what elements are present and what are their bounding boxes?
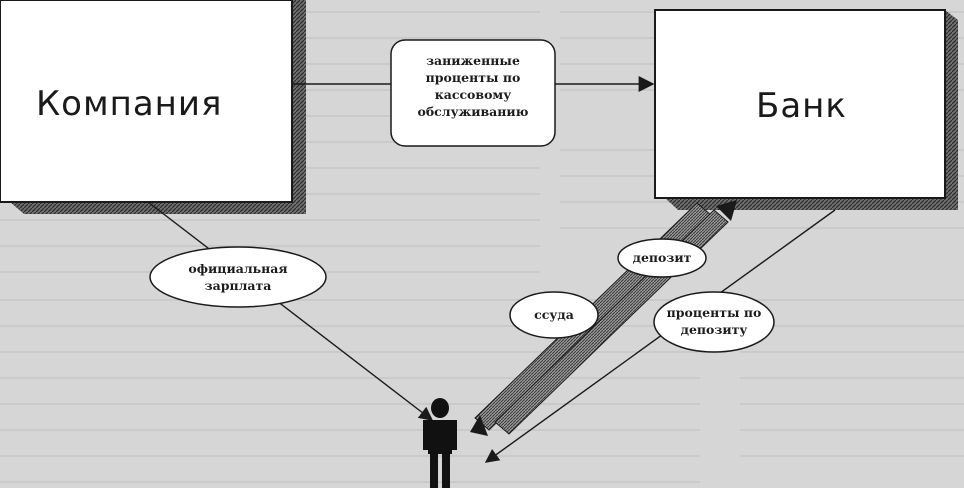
interest-cash-note	[390, 39, 556, 147]
interest-cash-label: заниженные проценты по кассовому обслужи…	[417, 53, 529, 119]
loan-label: ссуда	[534, 307, 574, 322]
salary-label: официальная зарплата	[188, 261, 288, 293]
deposit-note-shape	[617, 238, 707, 278]
bank-box	[654, 9, 958, 210]
company-box	[0, 0, 306, 214]
deposit-label: депозит	[632, 250, 692, 265]
deposit-interest-note-shape	[653, 291, 775, 353]
company-label: Компания	[36, 84, 223, 124]
person-icon	[423, 398, 457, 488]
bank-label: Банк	[756, 86, 847, 126]
loan-note-shape	[509, 291, 599, 339]
deposit-interest-label: проценты по депозиту	[666, 305, 762, 337]
salary-arrow	[147, 201, 434, 421]
